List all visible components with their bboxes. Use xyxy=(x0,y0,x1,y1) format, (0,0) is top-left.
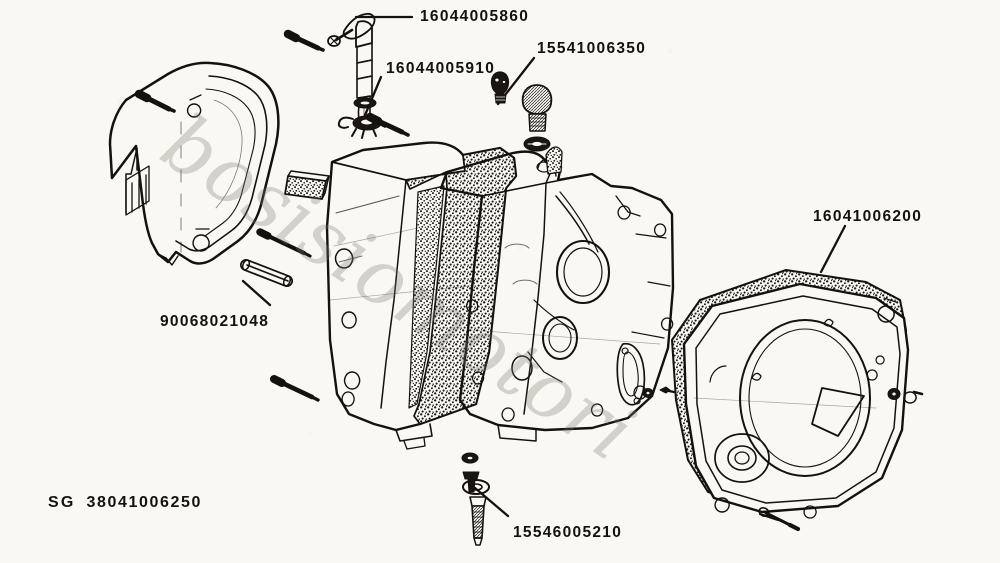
part-label-16044005860: 16044005860 xyxy=(420,8,530,25)
figure-code-number: 38041006250 xyxy=(86,494,203,511)
clutch-cover-screws xyxy=(887,388,924,404)
knurled-plug-washer xyxy=(523,136,551,152)
knurled-plug xyxy=(521,84,553,132)
bolt-mid-upper xyxy=(365,112,410,137)
inspection-plate-bolt xyxy=(642,386,676,398)
cover-bolt-lower-right xyxy=(758,506,801,532)
bolt-top-left xyxy=(283,29,325,52)
inspection-plate xyxy=(616,342,646,406)
filler-o-ring xyxy=(353,97,377,109)
bolt-mid-left xyxy=(256,228,312,258)
leader-16044005910 xyxy=(361,75,383,122)
figure-code: SG 38041006250 xyxy=(48,495,202,511)
construction-lines xyxy=(329,227,877,409)
small-fitting xyxy=(490,71,510,104)
case-bolts xyxy=(134,29,410,402)
oil-strainer-screen xyxy=(284,170,330,200)
drain-bolt-assembly xyxy=(461,452,490,546)
figure-code-prefix: SG xyxy=(48,494,76,511)
part-label-16041006200: 16041006200 xyxy=(813,208,923,225)
crankcase-right-half xyxy=(439,146,675,442)
dowel-pin xyxy=(240,259,293,287)
bolt-left-cover xyxy=(134,89,176,113)
leader-16041006200 xyxy=(819,224,847,274)
part-label-90068021048: 90068021048 xyxy=(160,313,270,330)
part-label-15541006350: 15541006350 xyxy=(537,40,647,57)
part-label-16044005910: 16044005910 xyxy=(386,60,496,77)
part-label-15546005210: 15546005210 xyxy=(513,524,623,541)
right-clutch-cover xyxy=(671,269,910,522)
left-engine-cover xyxy=(108,61,280,266)
bolt-lower-left xyxy=(270,375,320,402)
leader-90068021048 xyxy=(241,279,272,307)
